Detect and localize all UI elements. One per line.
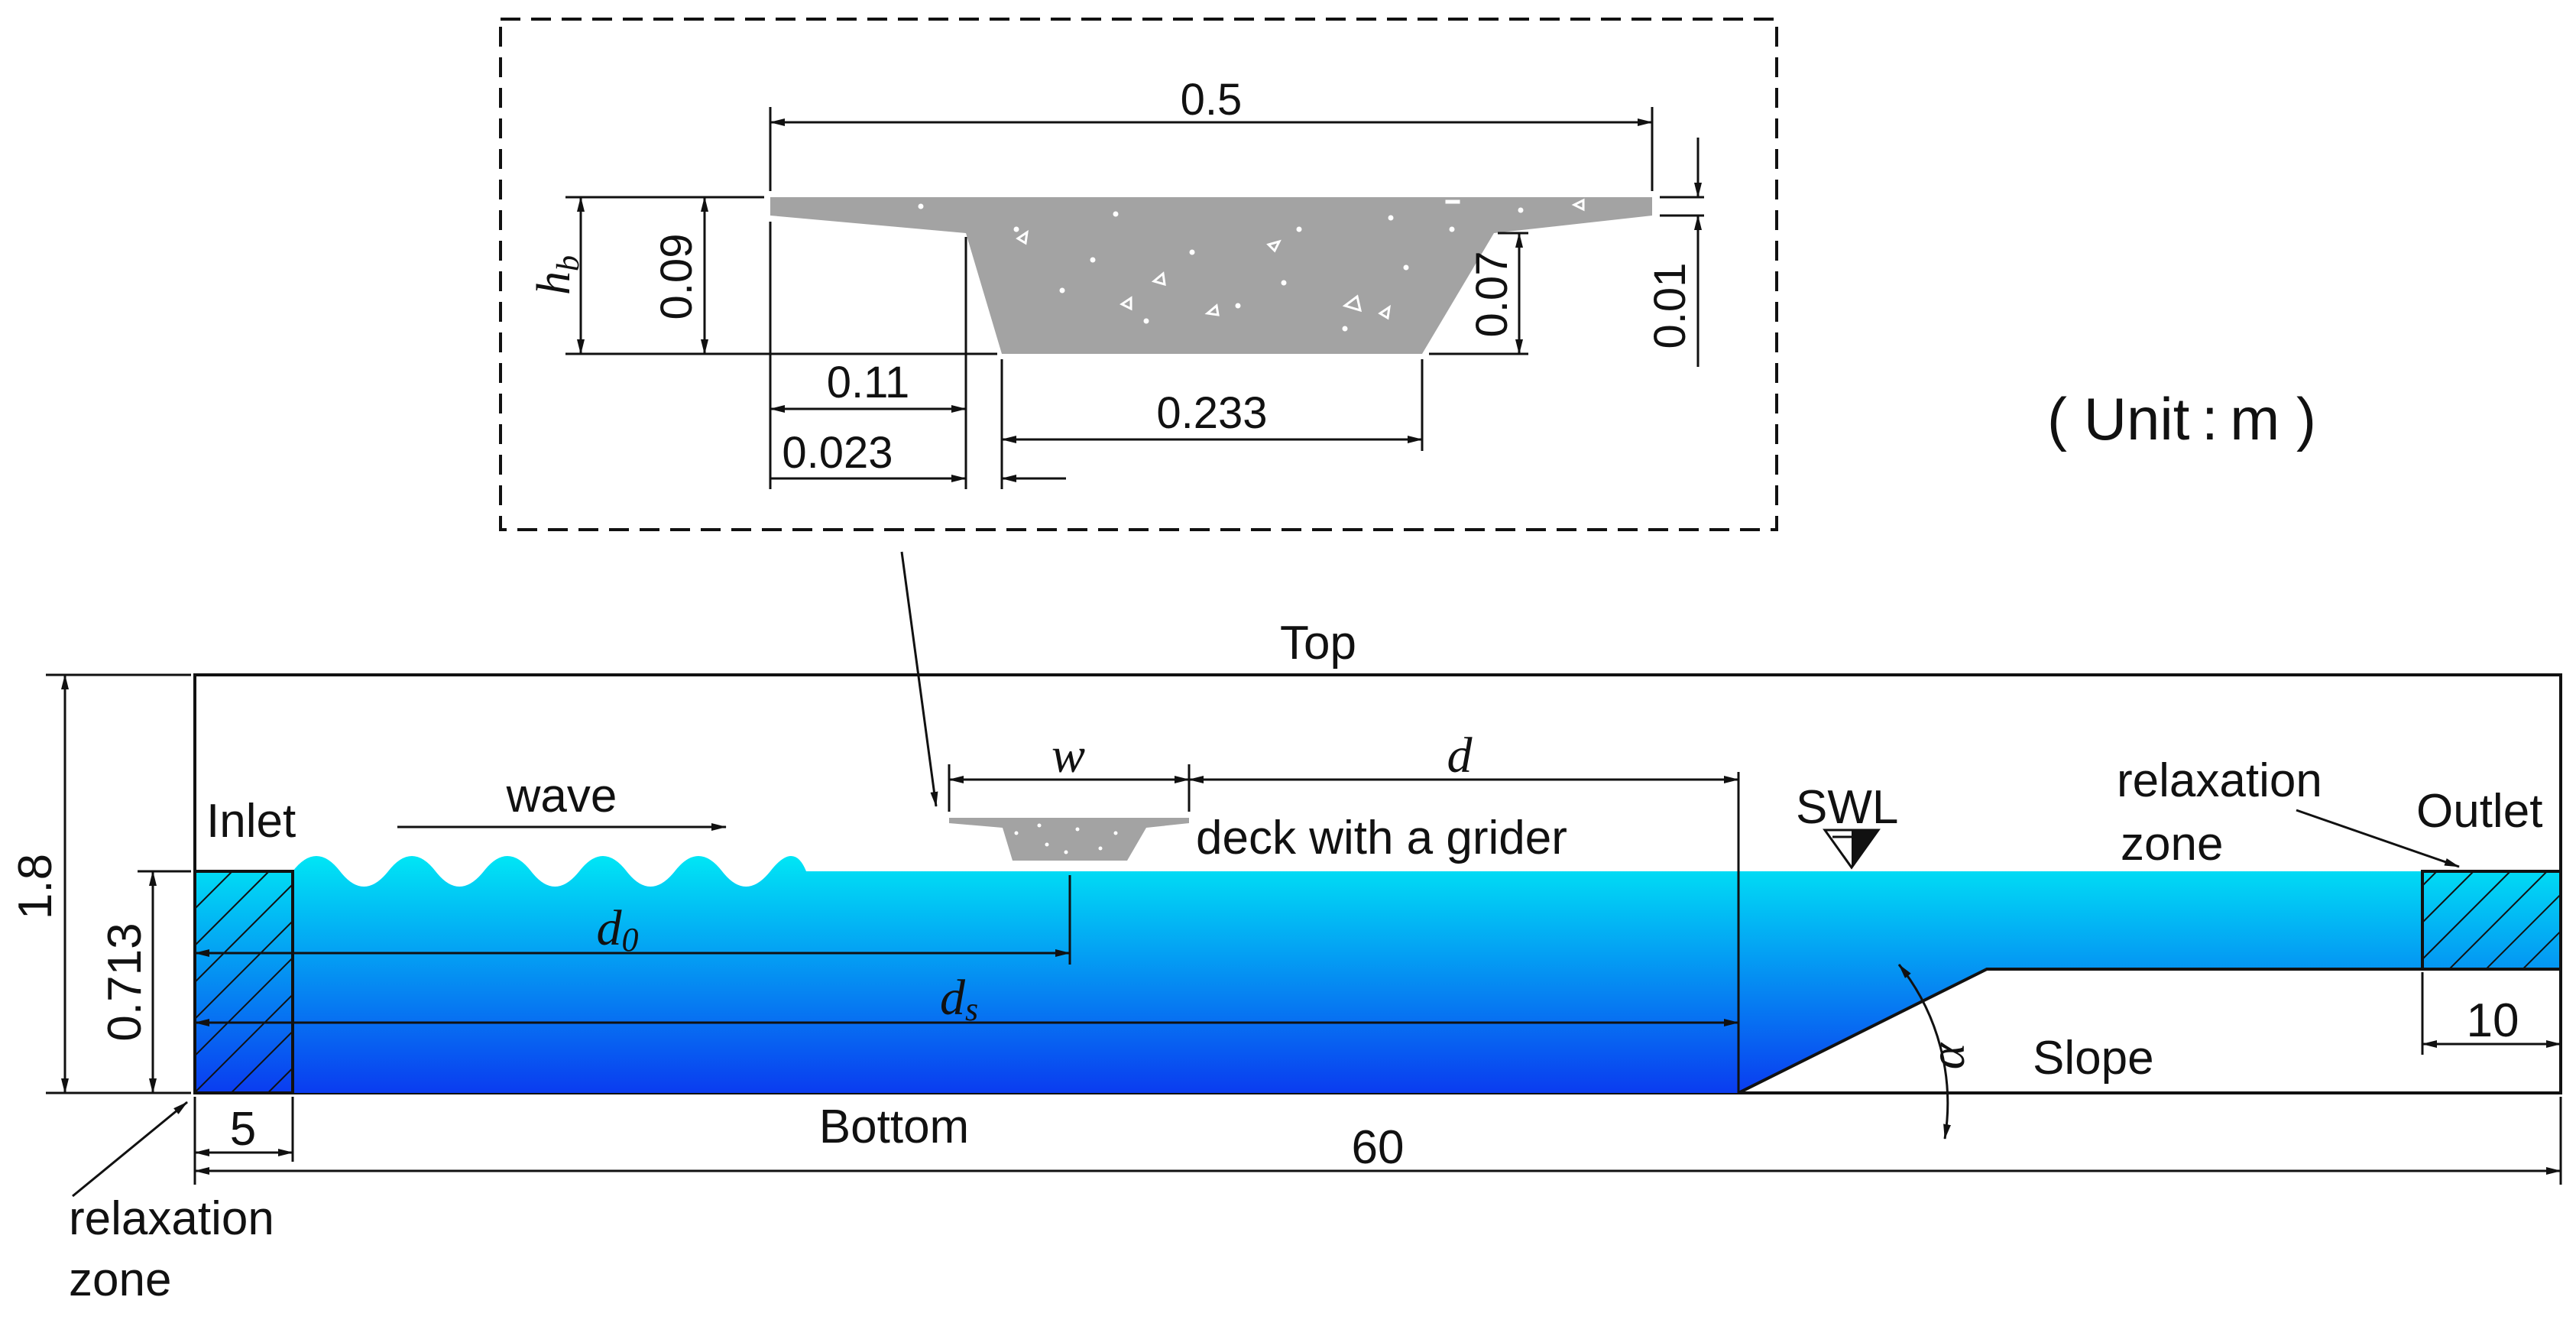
top-label: Top: [1280, 617, 1356, 670]
w-symbol: w: [1051, 728, 1085, 783]
ds-symbol: ds: [940, 970, 978, 1028]
dim-height-total: 0.09: [652, 234, 702, 320]
relax-right-line2: zone: [2121, 818, 2223, 871]
dim-width-total: 0.5: [1181, 75, 1243, 125]
outlet-relaxation-zone: [2421, 870, 2562, 971]
inlet-relax-length-label: 5: [230, 1103, 256, 1156]
concrete-speckles: [918, 198, 1585, 332]
deck-model-speckles: [1014, 823, 1118, 854]
dim-haunch-width: 0.023: [782, 428, 893, 478]
alpha-symbol: α: [1920, 1042, 1975, 1069]
relax-left-line1: relaxation: [69, 1192, 274, 1245]
detail-frame: [499, 18, 1778, 531]
tank-height-label: 1.8: [9, 854, 62, 919]
relax-left-line2: zone: [69, 1253, 171, 1306]
tank-length-label: 60: [1352, 1121, 1405, 1174]
tank-dimension-lines: [46, 673, 2562, 1198]
dim-flange-tip: 0.01: [1645, 263, 1695, 349]
detail-dimension-lines: [565, 107, 1704, 489]
inlet-relaxation-zone: [193, 870, 294, 1094]
detail-callout-arrow: [900, 551, 938, 807]
swl-marker: [1823, 828, 1881, 870]
detail-labels: 0.5 hb 0.09 0.07 0.01 0.11 0.023 0.233: [528, 75, 1695, 478]
bottom-label: Bottom: [819, 1101, 969, 1153]
d0-symbol: d0: [597, 900, 639, 958]
wave-label: wave: [506, 770, 617, 822]
relax-right-line1: relaxation: [2117, 754, 2322, 807]
swl-label: SWL: [1796, 781, 1898, 834]
slope-outline: [1738, 968, 2561, 1094]
dim-height-hb: hb: [528, 255, 586, 295]
deck-cross-section: [770, 197, 1652, 354]
outlet-relax-length-label: 10: [2467, 994, 2519, 1047]
tank-labels: Top Bottom 1.8 0.713 60 5 10 Inlet Outle…: [9, 617, 2542, 1306]
deck-label: deck with a grider: [1196, 812, 1567, 864]
dim-flange-width: 0.11: [827, 358, 910, 407]
dim-height-girder: 0.07: [1467, 251, 1517, 338]
dim-bottom-width: 0.233: [1156, 388, 1267, 438]
water-depth-label: 0.713: [99, 923, 151, 1041]
slope-label: Slope: [2033, 1032, 2154, 1085]
water-body: [195, 856, 2561, 1093]
d-symbol: d: [1447, 728, 1473, 783]
unit-label: ( Unit : m ): [2047, 385, 2316, 452]
slope-angle-arc: [1897, 964, 1951, 1140]
bridge-deck-model: [949, 818, 1189, 861]
outlet-label: Outlet: [2416, 785, 2542, 838]
inlet-label: Inlet: [206, 795, 296, 848]
